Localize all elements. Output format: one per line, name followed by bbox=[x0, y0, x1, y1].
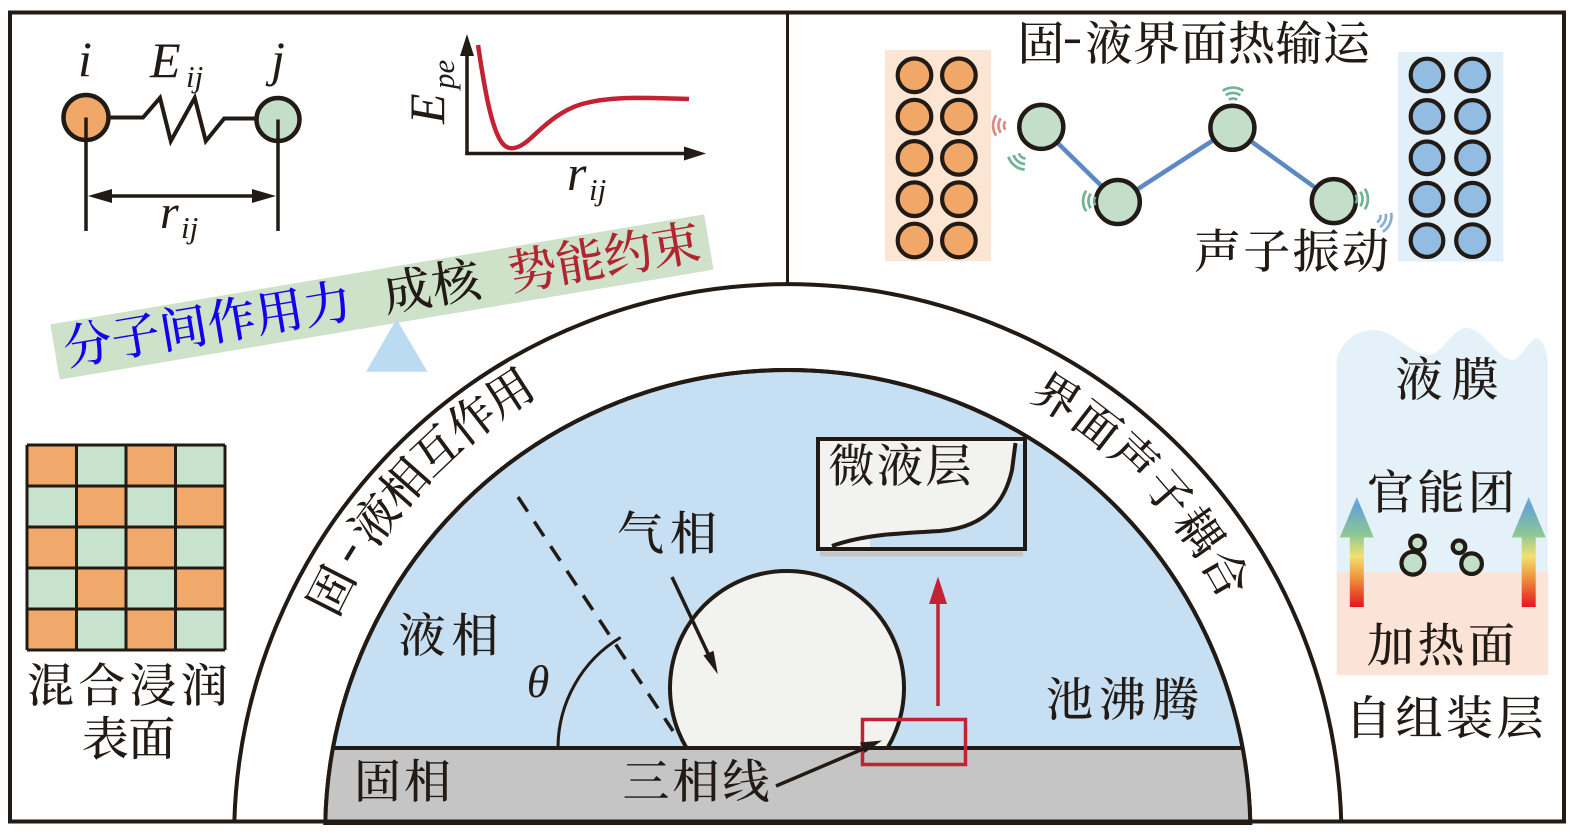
svg-text:ij: ij bbox=[589, 172, 606, 207]
svg-text:θ: θ bbox=[527, 656, 550, 707]
svg-text:E: E bbox=[399, 93, 455, 125]
svg-text:r: r bbox=[160, 186, 179, 239]
svg-text:r: r bbox=[567, 145, 587, 201]
svg-text:i: i bbox=[78, 31, 92, 87]
svg-text:ij: ij bbox=[186, 59, 203, 94]
svg-text:E: E bbox=[149, 32, 181, 88]
svg-text:ij: ij bbox=[181, 210, 198, 245]
svg-text:pe: pe bbox=[426, 60, 461, 92]
